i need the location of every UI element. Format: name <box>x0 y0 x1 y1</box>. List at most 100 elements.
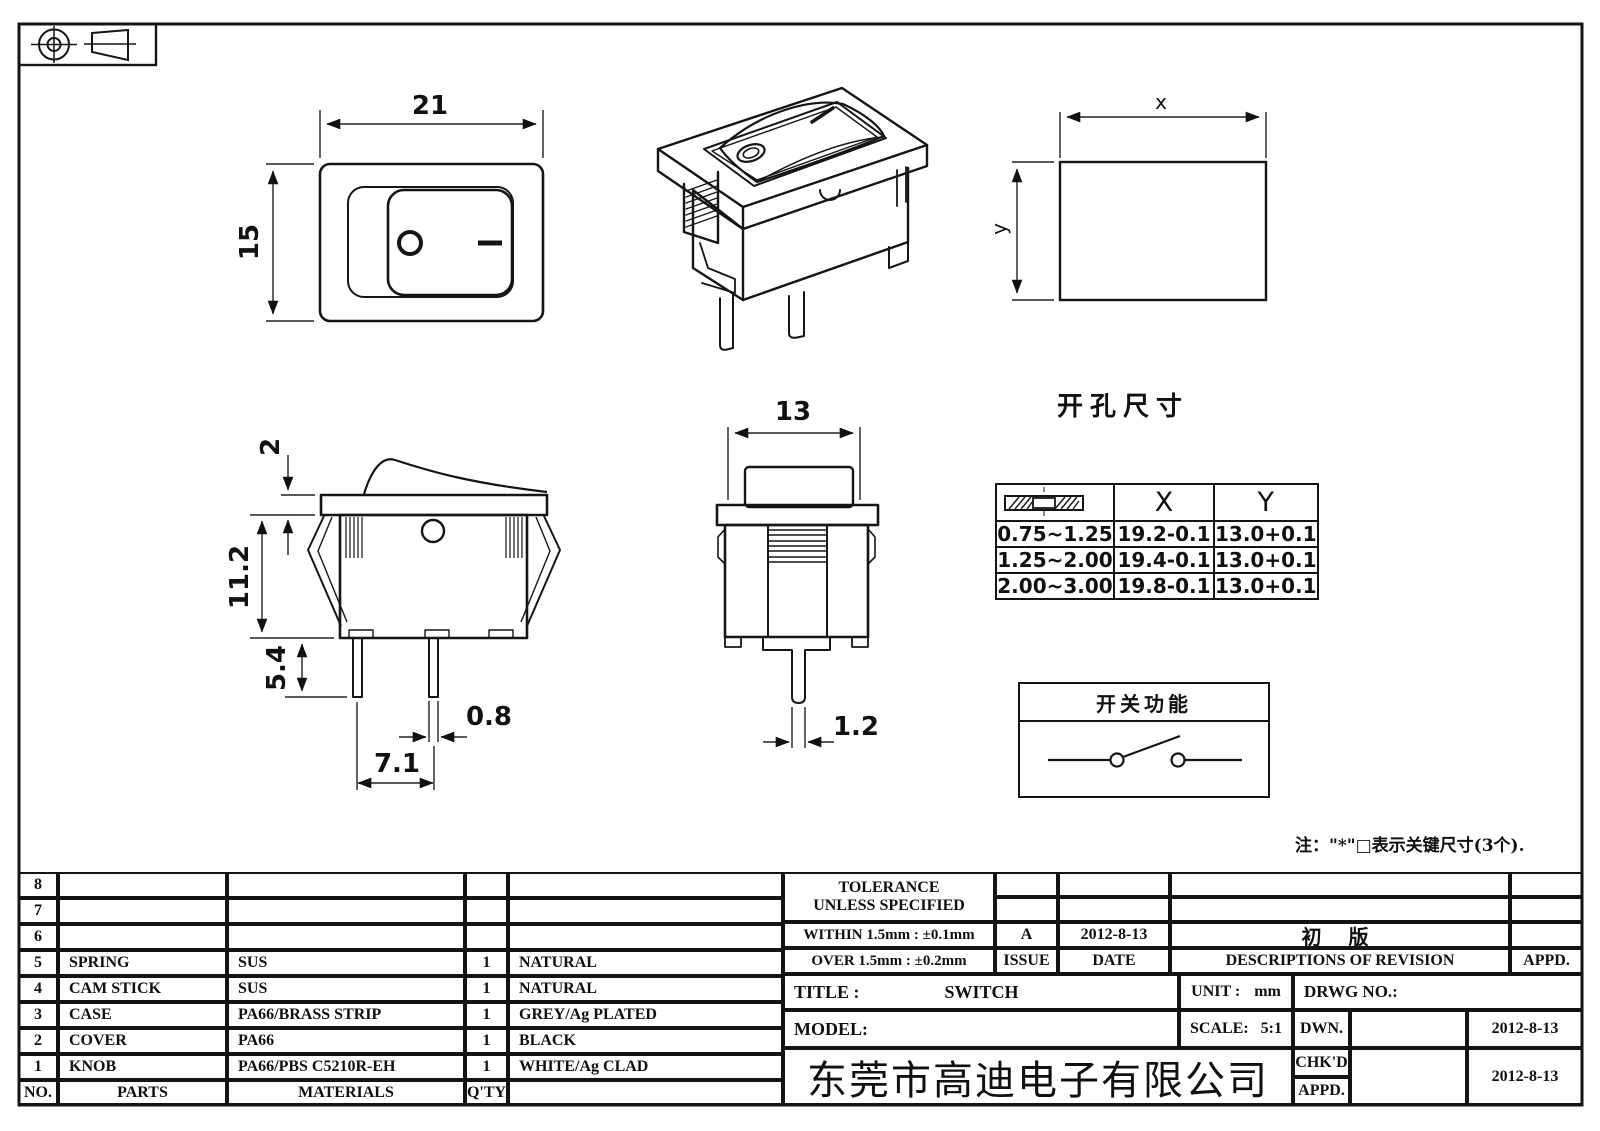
dim-flange-thickness: 2 <box>256 437 286 457</box>
part-name <box>58 872 227 898</box>
part-no: 2 <box>18 1028 58 1054</box>
scale-cell: SCALE: 5:1 <box>1179 1010 1293 1048</box>
part-name: SPRING <box>58 950 227 976</box>
part-name <box>58 898 227 924</box>
panel-cutout-view <box>1011 111 1268 302</box>
dim-terminal-thickness: 1.2 <box>832 712 880 742</box>
cutout-size-table: X Y 0.75~1.25 19.2-0.1 13.0+0.1 1.25~2.0… <box>995 483 1319 600</box>
projection-symbol-icon <box>17 22 158 67</box>
part-no: 5 <box>18 950 58 976</box>
x-value: 19.8-0.1 <box>1113 572 1215 600</box>
date-value: 2012-8-13 <box>1058 922 1170 948</box>
parts-header-color <box>508 1080 783 1105</box>
appd-label: APPD. <box>1510 948 1583 974</box>
off-symbol <box>397 230 423 256</box>
rev-cell-empty <box>1170 897 1510 922</box>
y-value: 13.0+0.1 <box>1213 546 1319 574</box>
chkd-label: CHK'D <box>1293 1048 1350 1077</box>
iso-off-symbol <box>736 143 766 163</box>
y-value: 13.0+0.1 <box>1213 520 1319 548</box>
part-no: 4 <box>18 976 58 1002</box>
rev-cell-empty <box>1058 897 1170 922</box>
col-header-x: X <box>1113 483 1215 522</box>
part-color: NATURAL <box>508 976 783 1002</box>
front-view <box>266 110 545 323</box>
part-material: SUS <box>227 950 465 976</box>
date-label: DATE <box>1058 948 1170 974</box>
y-value: 13.0+0.1 <box>1213 572 1319 600</box>
part-material: PA66/BRASS STRIP <box>227 1002 465 1028</box>
dim-body-height: 11.2 <box>225 544 255 610</box>
parts-header-qty: Q'TY <box>465 1080 508 1105</box>
tolerance-over: OVER 1.5mm : ±0.2mm <box>783 948 995 974</box>
scale-value: 5:1 <box>1260 1020 1282 1037</box>
scale-label: SCALE: <box>1189 1020 1249 1037</box>
thickness-range: 0.75~1.25 <box>995 520 1115 548</box>
dwn-label: DWN. <box>1293 1010 1350 1048</box>
part-material: SUS <box>227 976 465 1002</box>
dwn-signature <box>1350 1010 1467 1048</box>
part-color: WHITE/Ag CLAD <box>508 1054 783 1080</box>
title-cell: TITLE : SWITCH <box>783 974 1179 1010</box>
part-color: GREY/Ag PLATED <box>508 1002 783 1028</box>
x-value: 19.4-0.1 <box>1113 546 1215 574</box>
part-qty: 1 <box>465 1002 508 1028</box>
part-material: PA66/PBS C5210R-EH <box>227 1054 465 1080</box>
dim-front-width: 21 <box>411 91 449 121</box>
part-no: 8 <box>18 872 58 898</box>
part-material <box>227 924 465 950</box>
part-qty: 1 <box>465 1028 508 1054</box>
rev-cell-empty <box>995 897 1058 922</box>
dwn-date: 2012-8-13 <box>1467 1010 1583 1048</box>
part-material: PA66 <box>227 1028 465 1054</box>
tolerance-within: WITHIN 1.5mm : ±0.1mm <box>783 922 995 948</box>
cutout-row: 1.25~2.00 19.4-0.1 13.0+0.1 <box>995 546 1319 574</box>
part-name: CASE <box>58 1002 227 1028</box>
dim-cutout-x: x <box>1155 90 1167 114</box>
rev-cell-empty <box>1510 872 1583 897</box>
part-color <box>508 924 783 950</box>
chkd-date: 2012-8-13 <box>1467 1048 1583 1105</box>
rev-cell-empty <box>1170 872 1510 897</box>
spst-circuit-symbol <box>1048 734 1242 768</box>
dim-end-width: 13 <box>774 397 812 427</box>
tolerance-line1: TOLERANCE <box>838 879 940 896</box>
dim-front-height: 15 <box>235 223 265 261</box>
part-qty: 1 <box>465 1054 508 1080</box>
panel-thickness-symbol <box>995 483 1115 522</box>
part-material <box>227 872 465 898</box>
title-label: TITLE : <box>794 981 860 1002</box>
part-qty <box>465 898 508 924</box>
tolerance-header: TOLERANCE UNLESS SPECIFIED <box>783 872 995 922</box>
title-value: SWITCH <box>944 981 1019 1002</box>
part-color <box>508 898 783 924</box>
revision-value: 初 版 <box>1170 922 1510 948</box>
rev-cell-empty <box>1510 922 1583 948</box>
switch-function-title: 开关功能 <box>1020 684 1268 722</box>
cutout-table-title: 开孔尺寸 <box>1057 392 1190 422</box>
issue-label: ISSUE <box>995 948 1058 974</box>
dim-cutout-y: y <box>987 223 1011 235</box>
part-no: 7 <box>18 898 58 924</box>
parts-header-parts: PARTS <box>58 1080 227 1105</box>
isometric-view <box>656 86 929 351</box>
thickness-range: 2.00~3.00 <box>995 572 1115 600</box>
cutout-row: 2.00~3.00 19.8-0.1 13.0+0.1 <box>995 572 1319 600</box>
side-view <box>250 455 561 790</box>
drwg-no-cell: DRWG NO.: <box>1293 974 1583 1010</box>
unit-value: mm <box>1254 983 1281 1000</box>
model-cell: MODEL: <box>783 1010 1179 1048</box>
thickness-range: 1.25~2.00 <box>995 546 1115 574</box>
key-dimension-note: 注："*"□表示关键尺寸(3个). <box>1295 836 1525 856</box>
end-view <box>715 427 880 748</box>
iso-on-symbol <box>810 106 835 124</box>
rev-cell-empty <box>1510 897 1583 922</box>
part-qty <box>465 924 508 950</box>
parts-header-no: NO. <box>18 1080 58 1105</box>
part-qty <box>465 872 508 898</box>
chkd-signature <box>1350 1048 1467 1105</box>
part-color <box>508 872 783 898</box>
part-qty: 1 <box>465 950 508 976</box>
